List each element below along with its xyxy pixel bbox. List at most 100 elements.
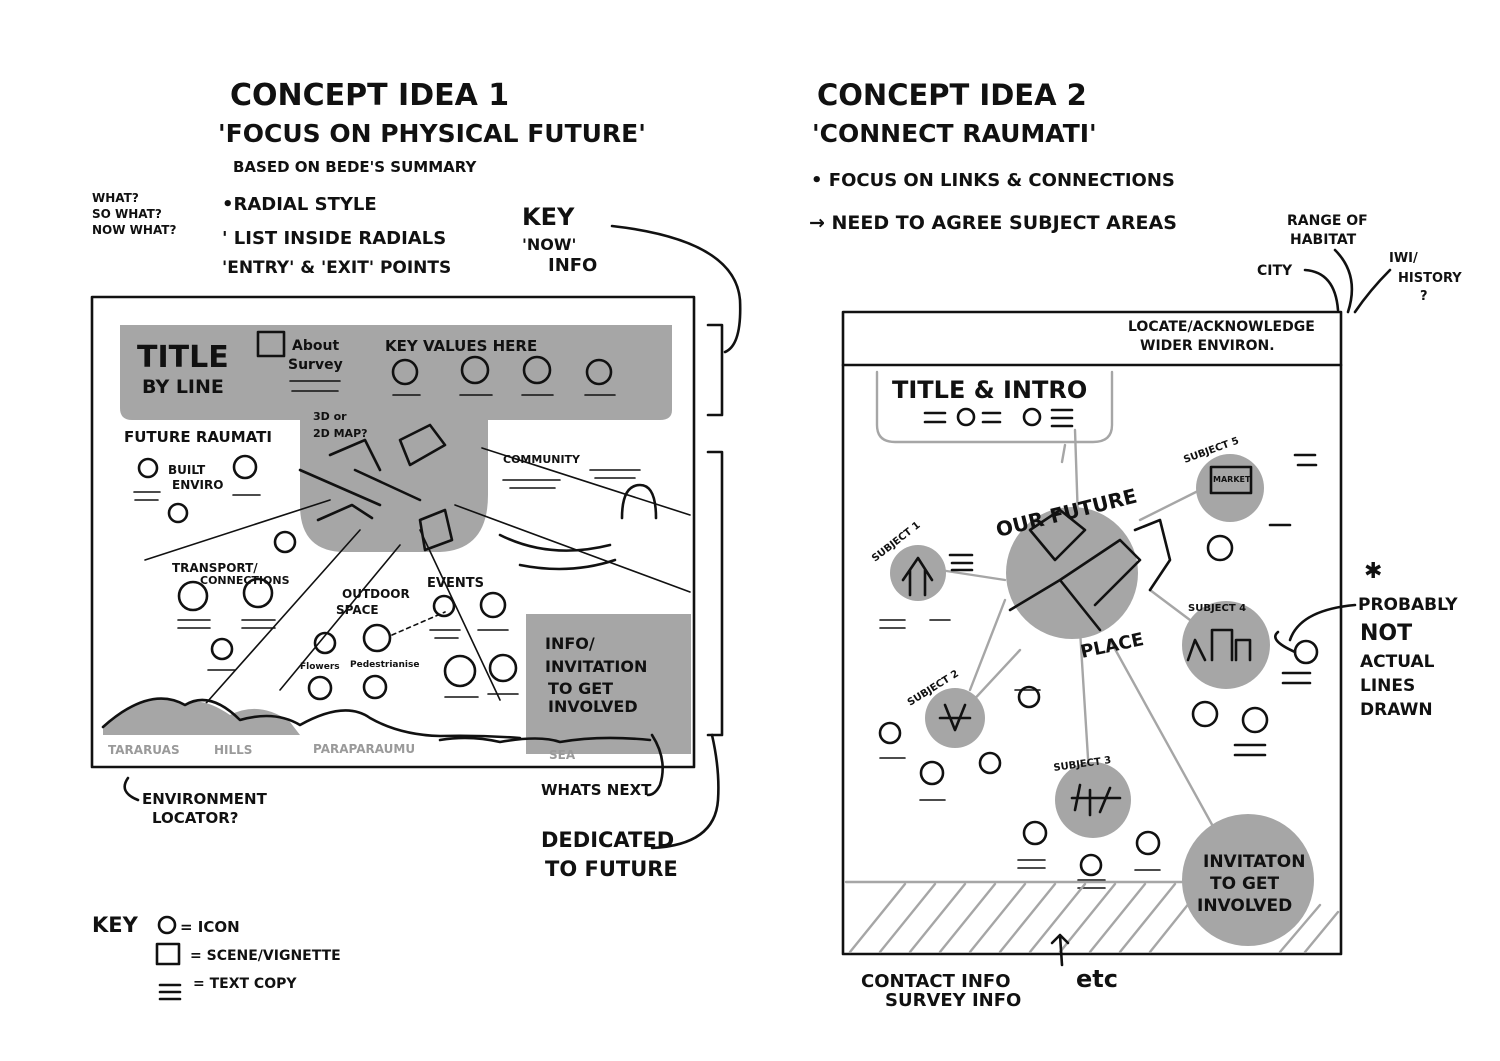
subject3-scene <box>1070 783 1122 817</box>
history-label-3: ? <box>1420 289 1428 304</box>
env-locator-arrow <box>123 776 140 802</box>
side-note-now-what: NOW WHAT? <box>92 223 176 237</box>
info-box <box>526 614 691 754</box>
concept1-panel: TITLE BY LINE About Survey KEY VALUES HE… <box>90 295 696 769</box>
locate-label-2: WIDER ENVIRON. <box>1140 338 1275 354</box>
subject3-circle <box>1055 762 1131 838</box>
place-paraparaumu: PARAPARAUMU <box>313 742 415 756</box>
city-label: CITY <box>1257 263 1293 279</box>
about-survey-label-2: Survey <box>288 357 343 373</box>
legend-icon-label: = ICON <box>180 918 240 936</box>
side-note-so-what: SO WHAT? <box>92 207 162 221</box>
transport-text-lines <box>177 619 276 671</box>
subject5-text-lines <box>1268 453 1318 527</box>
events-icon-2 <box>479 591 507 619</box>
subject1-circle <box>890 545 946 601</box>
env-locator-2: LOCATOR? <box>152 809 238 827</box>
subject4-scene <box>1186 628 1252 662</box>
probably-star: ✱ <box>1364 559 1382 584</box>
subject3-icon-3 <box>1135 830 1161 856</box>
pedestrian-label: Pedestrianise <box>350 660 419 670</box>
key-value-icon-3 <box>522 355 552 385</box>
transport-label-2: CONNECTIONS <box>200 574 290 587</box>
range-label-2: HABITAT <box>1290 232 1357 248</box>
title-intro-label: TITLE & INTRO <box>892 376 1087 404</box>
dedicated-arrow <box>650 733 720 850</box>
legend-key: KEY <box>92 913 139 937</box>
info-line-2: INVITATION <box>545 657 647 676</box>
contact-info-label: CONTACT INFO <box>861 971 1011 992</box>
legend-text-symbol <box>158 983 182 1001</box>
built-label-1: BUILT <box>168 463 206 477</box>
subject3-text-lines <box>1017 859 1161 889</box>
env-locator-1: ENVIRONMENT <box>142 790 268 808</box>
key-note-info: INFO <box>548 255 597 276</box>
subject5-circle <box>1196 454 1264 522</box>
about-survey-scene-icon <box>256 330 286 358</box>
footer-hatch <box>844 880 1340 954</box>
subject5-icon <box>1206 534 1234 562</box>
outdoor-dashed-line <box>391 611 446 636</box>
subject2-scene <box>938 703 972 732</box>
subject5-market-label: MARKET <box>1213 475 1251 484</box>
map-blob <box>300 420 488 552</box>
key-value-icon-2 <box>460 355 490 385</box>
subject1-text-lines <box>948 553 974 572</box>
title-intro-icon-2 <box>1022 407 1042 427</box>
transport-icon-3 <box>242 577 274 609</box>
key-values-label: KEY VALUES HERE <box>385 337 537 355</box>
subject5-market-scene <box>1209 465 1253 495</box>
subject4-label: SUBJECT 4 <box>1188 603 1246 614</box>
legend-icon-symbol <box>157 915 177 935</box>
key-value-icon-4 <box>585 358 613 386</box>
flowers-label: Flowers <box>300 662 340 672</box>
subject3-icon-1 <box>1022 820 1048 846</box>
map-note-1: 3D or <box>313 410 347 423</box>
probably-line-3: ACTUAL <box>1360 652 1435 672</box>
range-label-1: RANGE OF <box>1287 213 1368 229</box>
built-icon-2 <box>232 454 258 480</box>
community-scene <box>498 533 617 571</box>
transport-icon-4 <box>210 637 234 661</box>
legend: KEY = ICON = SCENE/VIGNETTE = TEXT COPY <box>92 913 341 1001</box>
legend-text-label: = TEXT COPY <box>193 976 297 992</box>
subject4-text-lines <box>1233 671 1312 757</box>
concept1-bullet-radial: •RADIAL STYLE <box>222 194 377 215</box>
subject4-icon-2 <box>1191 700 1219 728</box>
subject4-circle <box>1182 601 1270 689</box>
outdoor-icon <box>362 623 392 653</box>
invitation-line-3: INVOLVED <box>1197 896 1292 916</box>
subject2-icon-3 <box>919 760 945 786</box>
events-icon-1 <box>432 594 456 618</box>
concept1-header: CONCEPT IDEA 1 'FOCUS ON PHYSICAL FUTURE… <box>92 78 742 354</box>
invitation-circle <box>1182 814 1314 946</box>
whats-next-label: WHATS NEXT <box>541 781 652 799</box>
radial-lines <box>144 447 691 711</box>
map-buildings <box>298 423 454 552</box>
pedestrian-icon <box>362 674 388 700</box>
info-line-1: INFO/ <box>545 634 595 653</box>
panel-byline: BY LINE <box>142 376 224 398</box>
survey-info-label: SURVEY INFO <box>885 990 1021 1011</box>
subject2-icon-4 <box>978 751 1002 775</box>
built-label-2: ENVIRO <box>172 478 223 492</box>
outdoor-label-2: SPACE <box>336 603 379 617</box>
flowers-icon-2 <box>307 675 333 701</box>
concept2-bullet-links: • FOCUS ON LINKS & CONNECTIONS <box>811 170 1175 191</box>
info-line-4: INVOLVED <box>548 697 638 716</box>
subject2-icon-1 <box>1017 685 1041 709</box>
transport-icon-1 <box>273 530 297 554</box>
concept2-title: CONCEPT IDEA 2 <box>817 78 1087 112</box>
probably-line-1: PROBABLY <box>1358 595 1458 615</box>
future-raumati-label: FUTURE RAUMATI <box>124 428 272 446</box>
concept1-based-on: BASED ON BEDE'S SUMMARY <box>233 158 477 176</box>
invitation-line-1: INVITATON <box>1203 852 1305 872</box>
concept2-header: CONCEPT IDEA 2 'CONNECT RAUMATI' • FOCUS… <box>809 78 1462 314</box>
history-label-1: IWI/ <box>1389 251 1418 266</box>
concept1-bullet-list: ' LIST INSIDE RADIALS <box>222 228 446 249</box>
legend-scene-symbol <box>155 942 181 966</box>
events-text-lines <box>429 629 519 698</box>
sea-line <box>438 736 652 744</box>
concept1-frame <box>90 295 696 769</box>
subject4-icon-3 <box>1241 706 1269 734</box>
